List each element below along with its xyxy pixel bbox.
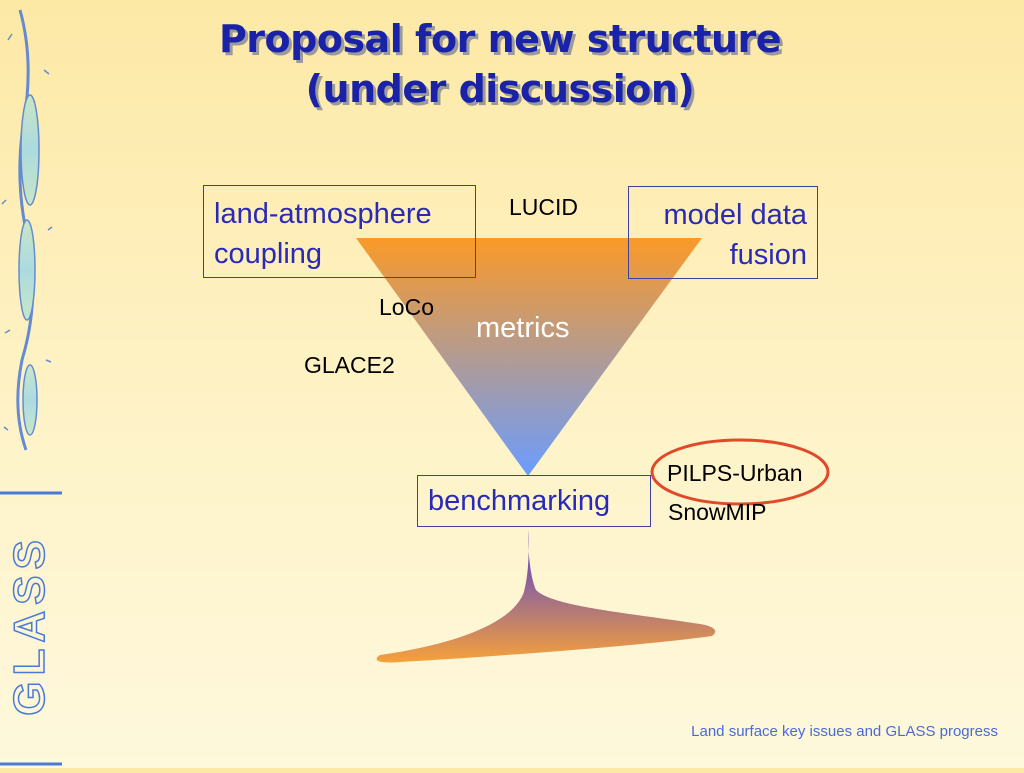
box-bottom-label: benchmarking (428, 485, 611, 517)
sidebar-decoration: GLASS (0, 0, 62, 768)
box-left-line-1: land-atmosphere (214, 198, 432, 230)
metrics-label: metrics (476, 312, 570, 344)
box-right-line-1: model data (663, 199, 808, 231)
sidebar-strip (1, 9, 53, 451)
benchmarking-box: benchmarking (417, 475, 651, 527)
metrics-triangle (356, 238, 702, 476)
land-atmosphere-coupling-box: land-atmosphere coupling (203, 185, 476, 278)
title-line-1: Proposal for new structure (218, 17, 782, 61)
output-funnel (376, 530, 716, 663)
model-data-fusion-box: model data fusion (628, 186, 818, 279)
page-title: Proposal for new structure (under discus… (140, 14, 860, 114)
title-line-2: (under discussion) (305, 67, 695, 111)
highlight-ellipse (650, 438, 830, 506)
box-right-line-2: fusion (729, 239, 807, 271)
glass-logo: GLASS (5, 534, 54, 716)
project-snowmip: SnowMIP (668, 499, 767, 525)
project-lucid: LUCID (509, 194, 579, 220)
project-glace2: GLACE2 (304, 352, 395, 378)
footer-text: Land surface key issues and GLASS progre… (691, 723, 998, 740)
sidebar-artwork: GLASS (0, 9, 62, 766)
box-left-line-2: coupling (214, 238, 323, 270)
project-pilps-urban: PILPS-Urban (667, 460, 803, 486)
project-loco: LoCo (379, 294, 434, 320)
